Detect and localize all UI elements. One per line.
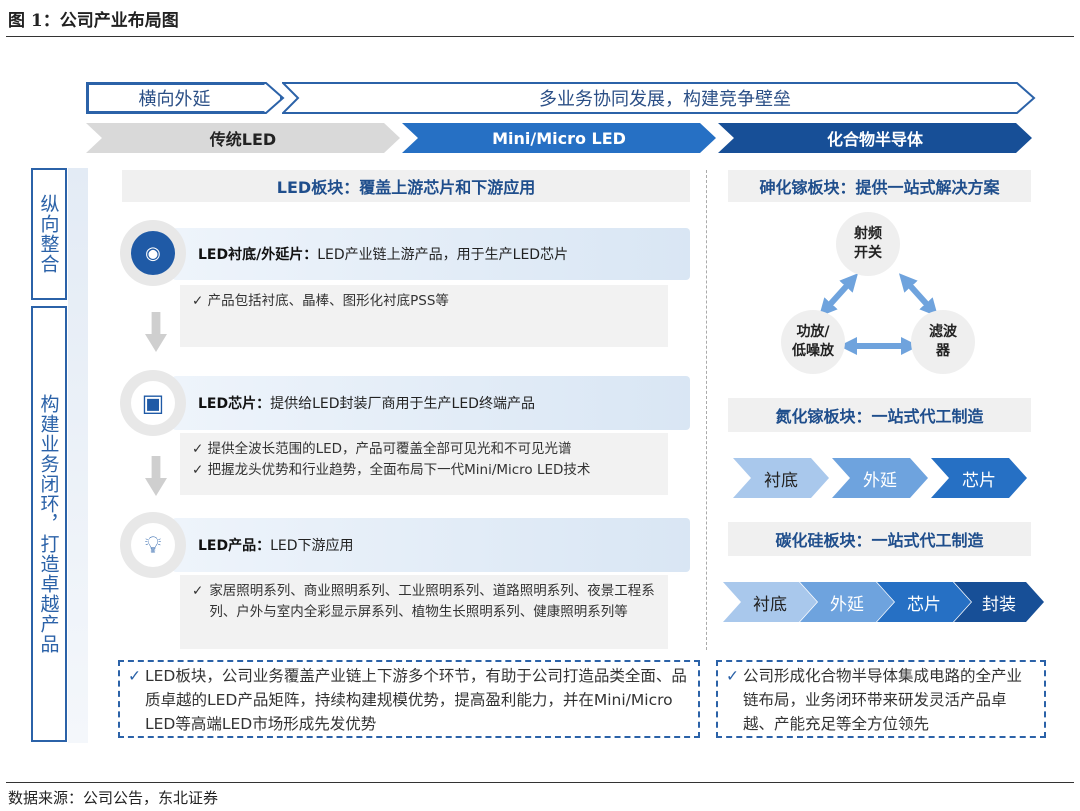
gan-step-epitaxy: 外延 — [832, 458, 928, 498]
source-note: 数据来源：公司公告，东北证券 — [8, 789, 219, 807]
left-gradient-strip — [68, 168, 88, 743]
horizontal-extension-label: 横向外延 — [138, 89, 211, 110]
multi-business-label: 多业务协同发展，构建竞争壁垒 — [539, 89, 791, 110]
bulb-icon-bg: 💡︎ — [120, 512, 186, 578]
gan-header: 氮化镓板块：一站式代工制造 — [728, 398, 1031, 432]
closed-loop-tag: 构建业务闭环，打造卓越产品 — [31, 306, 67, 742]
chip-icon: ▣ — [131, 381, 175, 425]
stage-compound-semiconductor: 化合物半导体 — [718, 123, 1032, 153]
sic-step-substrate: 衬底 — [723, 582, 817, 622]
triangle-arrows — [818, 273, 939, 355]
item-desc: LED下游应用 — [270, 538, 354, 554]
chip-icon-bg: ▣ — [120, 370, 186, 436]
led-item-substrate-details: ✓ 产品包括衬底、晶棒、图形化衬底PSS等 — [180, 285, 668, 347]
gan-step-substrate: 衬底 — [733, 458, 829, 498]
led-item-substrate: LED衬底/外延片：LED产业链上游产品，用于生产LED芯片 — [172, 228, 690, 280]
detail-line: 家居照明系列、商业照明系列、工业照明系列、道路照明系列、夜景工程系列、户外与室内… — [209, 583, 655, 620]
detail-line: 提供全波长范围的LED，产品可覆盖全部可见光和不可见光谱 — [207, 441, 572, 457]
sic-header: 碳化硅板块：一站式代工制造 — [728, 522, 1031, 556]
down-arrow-icon — [145, 456, 167, 496]
arrow-switch-pa — [818, 273, 859, 317]
footer-divider — [6, 782, 1074, 783]
stage-mini-micro-led: Mini/Micro LED — [402, 123, 716, 153]
led-item-chip-details: ✓ 提供全波长范围的LED，产品可覆盖全部可见光和不可见光谱 ✓ 把握龙头优势和… — [180, 433, 668, 495]
check-icon: ✓ — [192, 441, 204, 457]
node-label: 射频开关 — [854, 226, 882, 261]
check-icon: ✓ — [192, 462, 204, 478]
gan-step-chip: 芯片 — [931, 458, 1027, 498]
item-desc: LED产业链上游产品，用于生产LED芯片 — [317, 247, 569, 263]
node-label: 功放/低噪放 — [792, 324, 834, 359]
node-filter: 滤波器 — [911, 310, 975, 374]
vertical-integration-tag: 纵向整合 — [31, 168, 67, 300]
disc-icon-bg: ◉ — [120, 220, 186, 286]
detail-line: 产品包括衬底、晶棒、图形化衬底PSS等 — [207, 293, 449, 309]
led-item-product-details: ✓ 家居照明系列、商业照明系列、工业照明系列、道路照明系列、夜景工程系列、户外与室… — [180, 575, 668, 649]
gaas-header: 砷化镓板块：提供一站式解决方案 — [728, 170, 1031, 202]
compound-summary-text: 公司形成化合物半导体集成电路的全产业链布局，业务闭环带来研发灵活产品卓越、产能充… — [743, 667, 1023, 733]
figure-title: 图 1：公司产业布局图 — [8, 11, 179, 31]
bulb-icon: 💡︎ — [131, 523, 175, 567]
item-title: LED芯片： — [198, 396, 271, 412]
item-desc: 提供给LED封装厂商用于生产LED终端产品 — [270, 396, 535, 412]
horizontal-extension-outline — [86, 82, 285, 114]
led-item-product: LED产品：LED下游应用 — [172, 518, 690, 572]
node-rf-switch: 射频开关 — [836, 212, 900, 276]
node-label: 滤波器 — [929, 324, 957, 359]
compound-summary-box: ✓公司形成化合物半导体集成电路的全产业链布局，业务闭环带来研发灵活产品卓越、产能… — [716, 660, 1046, 738]
led-summary-box: ✓LED板块，公司业务覆盖产业链上下游多个环节，有助于公司打造品类全面、品质卓越… — [118, 660, 700, 738]
led-summary-text: LED板块，公司业务覆盖产业链上下游多个环节，有助于公司打造品类全面、品质卓越的… — [145, 667, 687, 733]
detail-line: 把握龙头优势和行业趋势，全面布局下一代Mini/Micro LED技术 — [207, 462, 591, 478]
check-icon: ✓ — [128, 667, 141, 685]
item-title: LED衬底/外延片： — [198, 247, 318, 263]
section-divider — [706, 170, 707, 650]
disc-icon: ◉ — [131, 231, 175, 275]
item-title: LED产品： — [198, 538, 271, 554]
arrow-switch-filter — [898, 273, 939, 317]
stage-traditional-led: 传统LED — [86, 123, 400, 153]
led-section-header: LED板块：覆盖上游芯片和下游应用 — [122, 170, 690, 202]
multi-business-outline — [282, 82, 1036, 114]
check-icon: ✓ — [726, 667, 739, 685]
check-icon: ✓ — [192, 583, 204, 599]
node-pa-lna: 功放/低噪放 — [781, 310, 845, 374]
led-item-chip: LED芯片：提供给LED封装厂商用于生产LED终端产品 — [172, 376, 690, 430]
check-icon: ✓ — [192, 293, 204, 309]
title-divider — [6, 36, 1074, 37]
down-arrow-icon — [145, 312, 167, 352]
